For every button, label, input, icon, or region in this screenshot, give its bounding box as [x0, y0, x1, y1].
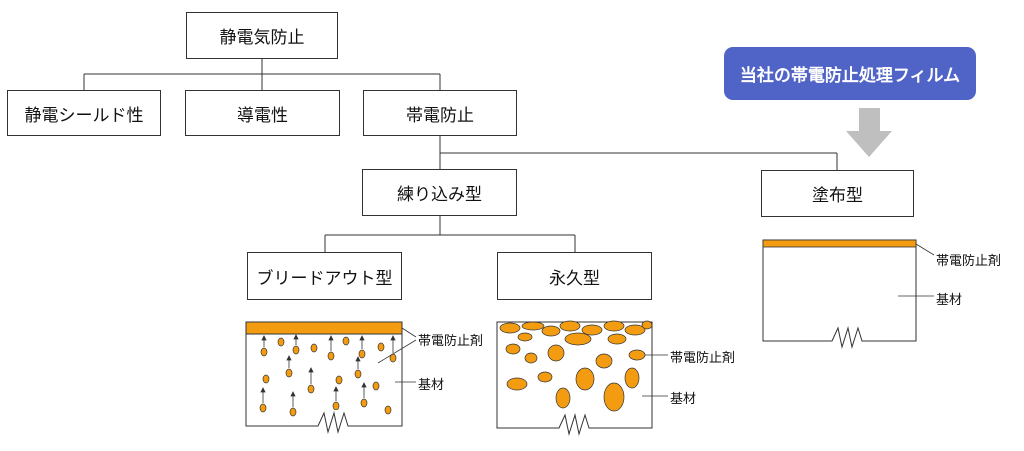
node-root: 静電気防止 [186, 12, 338, 59]
coated-panel [762, 239, 935, 350]
label-agent-bleed: 帯電防止剤 [418, 334, 484, 349]
coated-agent-layer [762, 239, 917, 248]
label-base-permanent: 基材 [670, 392, 697, 407]
node-coated: 塗布型 [761, 170, 914, 217]
bleed-particles [259, 336, 397, 417]
node-antistatic: 帯電防止 [363, 90, 517, 136]
connector-lines [83, 59, 838, 252]
bleed-agent-layer [245, 321, 403, 335]
break-mark [824, 326, 866, 349]
node-conductive: 導電性 [185, 90, 340, 136]
permanent-panel [496, 320, 668, 436]
label-agent-coated: 帯電防止剤 [936, 254, 1002, 269]
permanent-particles [499, 320, 653, 412]
node-kneaded: 練り込み型 [362, 169, 517, 216]
down-arrow-icon [846, 108, 892, 157]
label-base-coated: 基材 [936, 293, 963, 308]
company-film-callout: 当社の帯電防止処理フィルム [724, 47, 976, 100]
migration-arrows [260, 334, 396, 407]
break-mark [551, 413, 593, 436]
node-permanent: 永久型 [497, 252, 652, 300]
bleed-out-panel [245, 321, 417, 434]
break-mark [310, 411, 352, 434]
node-static-shield: 静電シールド性 [7, 90, 161, 136]
node-bleed-out: ブリードアウト型 [247, 252, 402, 300]
label-agent-permanent: 帯電防止剤 [670, 351, 736, 366]
label-base-bleed: 基材 [418, 378, 445, 393]
